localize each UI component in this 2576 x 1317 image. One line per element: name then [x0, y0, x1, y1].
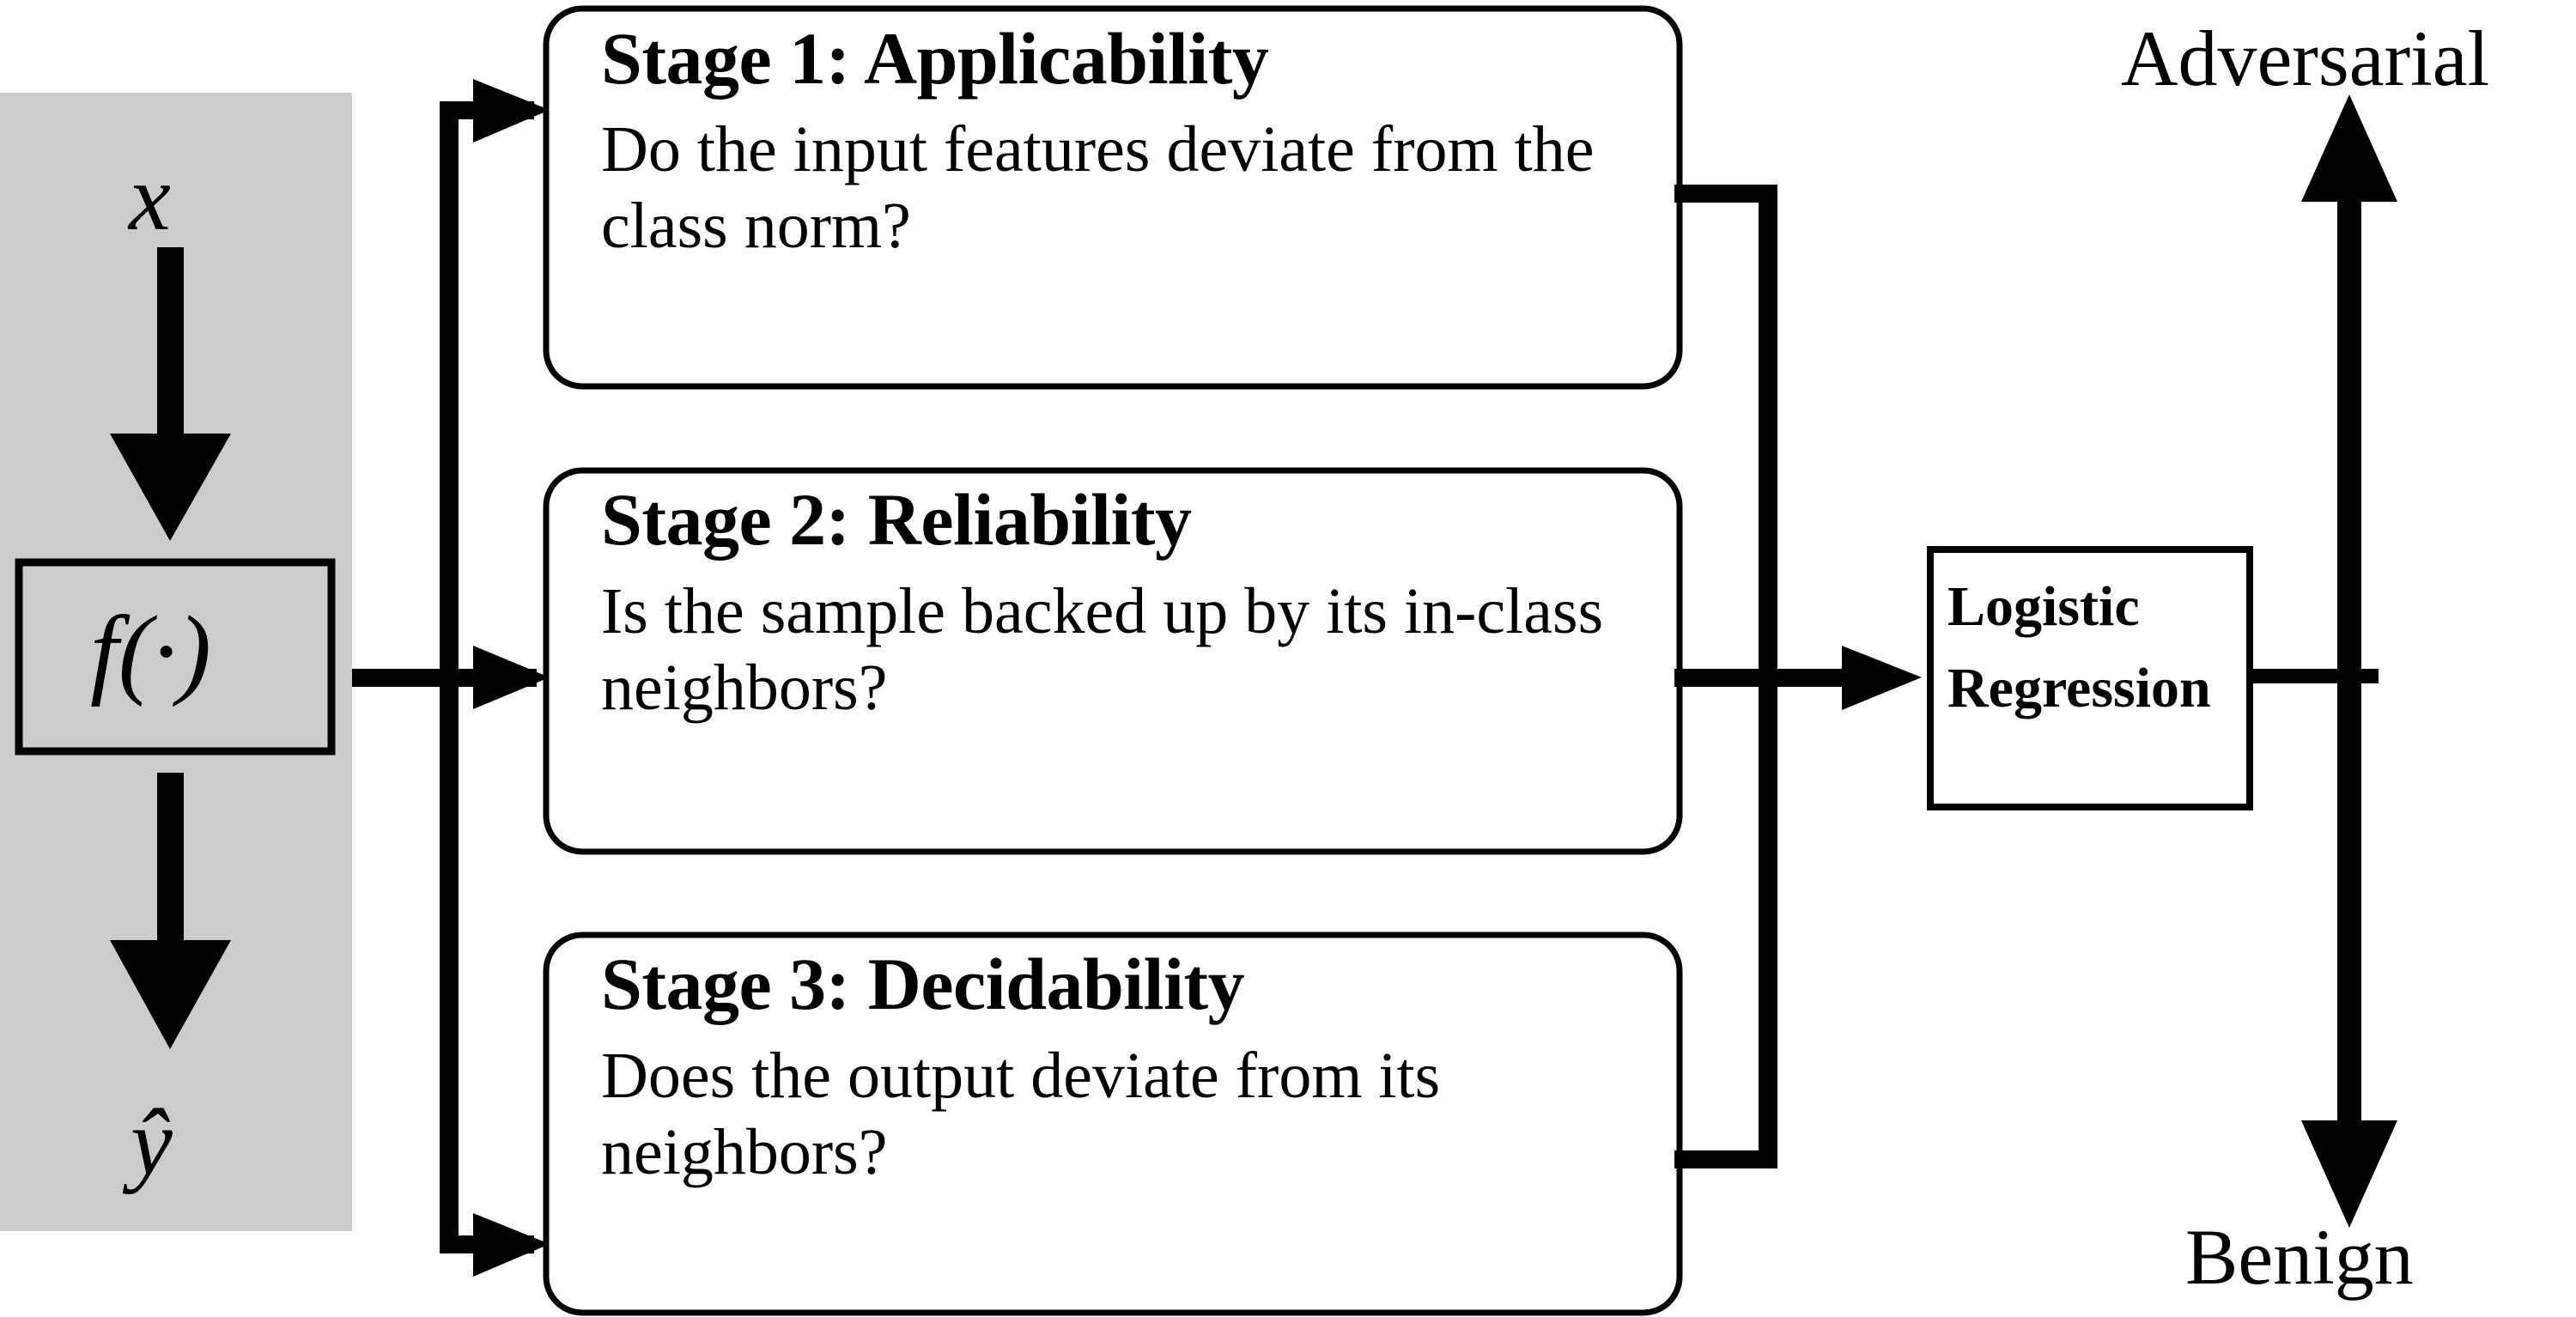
stage-3-question: Does the output deviate from its neighbo…: [601, 1040, 1441, 1188]
arrow-x-to-f-icon: [110, 247, 231, 541]
outcome-axis-arrow-icon: [2301, 94, 2397, 1228]
logistic-regression-label-line2: Regression: [1947, 657, 2211, 719]
model-function-label: f(·): [90, 595, 211, 707]
arrowhead-to-stage-3-icon: [473, 1213, 550, 1277]
output-variable-label: ŷ: [131, 1089, 173, 1194]
stage-3-box: [543, 932, 1683, 1316]
stage-1-title: Stage 1: Applicability: [601, 17, 1269, 100]
fanin-stub-stage-3: [1674, 1150, 1777, 1168]
stage-1-question: Do the input features deviate from the c…: [601, 113, 1595, 262]
model-function-box: [15, 558, 336, 756]
stage-2-title: Stage 2: Reliability: [601, 478, 1192, 561]
stage-3-title: Stage 3: Decidability: [601, 943, 1245, 1025]
arrow-to-classifier-icon: [1759, 646, 1922, 710]
fanin-stub-stage-2: [1674, 669, 1777, 687]
outcome-label-adversarial: Adversarial: [2121, 15, 2490, 102]
stage-2-box: [543, 467, 1683, 855]
logistic-regression-label-line1: Logistic: [1947, 575, 2140, 638]
arrowhead-to-stage-2-icon: [473, 646, 550, 709]
fanin-stub-stage-1: [1674, 185, 1777, 203]
input-variable-label: x: [129, 145, 171, 250]
fanout-trunk: [440, 101, 459, 1253]
arrowhead-to-stage-1-icon: [473, 79, 550, 143]
stage-2-question: Is the sample backed up by its in-class …: [601, 575, 1604, 724]
outcome-label-benign: Benign: [2185, 1213, 2414, 1301]
arrow-f-to-yhat-icon: [110, 773, 231, 1049]
